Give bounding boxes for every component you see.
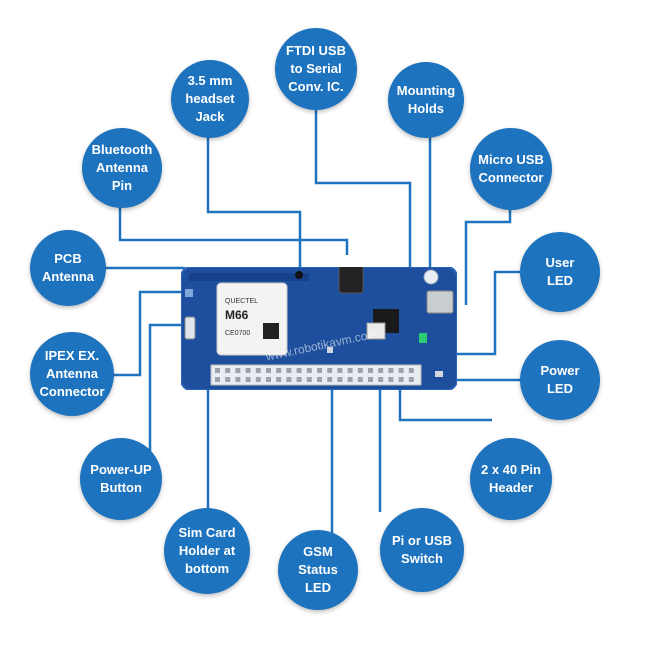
header-pin	[357, 377, 363, 382]
label-sim-card-holder-text: Sim Card Holder at bottom	[178, 525, 236, 576]
header-pin	[306, 368, 312, 373]
header-pin	[327, 368, 333, 373]
header-pin	[337, 377, 343, 382]
header-pin	[317, 368, 322, 373]
header-pin	[266, 377, 271, 382]
label-pin-header-text: 2 x 40 Pin Header	[481, 462, 541, 495]
label-ftdi: FTDI USB to Serial Conv. IC.	[275, 28, 357, 110]
header-pin	[276, 377, 282, 382]
label-pcb-antenna-text: PCB Antenna	[42, 251, 94, 284]
header-pin	[378, 377, 384, 382]
header-pin	[368, 368, 373, 373]
header-pin	[235, 368, 241, 373]
label-bluetooth-antenna: Bluetooth Antenna Pin	[82, 128, 162, 208]
micro-usb-port	[426, 290, 454, 314]
header-pin	[225, 377, 231, 382]
leader-line-bluetooth	[118, 200, 349, 255]
header-pin	[306, 377, 312, 382]
board-dot	[295, 271, 303, 279]
leader-line-ipex	[112, 290, 190, 377]
header-pin	[266, 368, 271, 373]
header-pin	[398, 368, 404, 373]
header-pin	[347, 368, 353, 373]
header-pin	[215, 368, 220, 373]
header-pin	[245, 377, 251, 382]
module-line-2: M66	[225, 308, 249, 322]
pin-header-pins	[215, 368, 414, 382]
label-user-led-text: User LED	[545, 255, 575, 288]
leader-line-header	[398, 378, 492, 422]
header-pin	[296, 377, 302, 382]
label-pi-usb-switch-text: Pi or USB Switch	[392, 533, 452, 566]
label-headset-jack: 3.5 mm headset Jack	[171, 60, 249, 138]
header-pin	[327, 377, 333, 382]
pi-usb-switch	[366, 322, 386, 340]
header-pin	[317, 377, 322, 382]
label-pin-header: 2 x 40 Pin Header	[470, 438, 552, 520]
header-pin	[235, 377, 241, 382]
header-pin	[286, 377, 292, 382]
label-gsm-status-led-text: GSM Status LED	[298, 544, 338, 595]
header-pin	[255, 377, 261, 382]
leader-line-ftdi	[314, 108, 412, 300]
header-pin	[408, 368, 414, 373]
ipex-connector	[184, 316, 196, 340]
header-pin	[357, 368, 363, 373]
header-pin	[368, 377, 373, 382]
label-power-led: Power LED	[520, 340, 600, 420]
header-pin	[388, 377, 394, 382]
header-pin	[245, 368, 251, 373]
power-led	[435, 371, 443, 377]
user-led	[419, 333, 427, 343]
headset-jack	[338, 267, 364, 294]
label-sim-card-holder: Sim Card Holder at bottom	[164, 508, 250, 594]
header-pin	[337, 368, 343, 373]
label-mounting-holds: Mounting Holds	[388, 62, 464, 138]
header-pin	[378, 368, 384, 373]
label-micro-usb-text: Micro USB Connector	[478, 152, 544, 185]
header-pin	[225, 368, 231, 373]
pcb-antenna-trace	[189, 273, 309, 281]
label-user-led: User LED	[520, 232, 600, 312]
header-pin	[388, 368, 394, 373]
leader-line-headset	[206, 136, 302, 272]
label-gsm-status-led: GSM Status LED	[278, 530, 358, 610]
header-pin	[286, 368, 292, 373]
module-line-3: CE0700	[225, 330, 250, 337]
label-ipex-connector: IPEX EX. Antenna Connector	[30, 332, 114, 416]
label-pcb-antenna: PCB Antenna	[30, 230, 106, 306]
label-bluetooth-antenna-text: Bluetooth Antenna Pin	[91, 142, 153, 193]
header-pin	[255, 368, 261, 373]
leader-line-microusb	[464, 205, 512, 305]
label-power-led-text: Power LED	[540, 363, 580, 396]
module-line-1: QUECTEL	[225, 298, 258, 305]
label-micro-usb: Micro USB Connector	[470, 128, 552, 210]
label-ftdi-text: FTDI USB to Serial Conv. IC.	[286, 43, 346, 94]
header-pin	[398, 377, 404, 382]
label-pi-usb-switch: Pi or USB Switch	[380, 508, 464, 592]
label-power-up-button-text: Power-UP Button	[90, 462, 152, 495]
mounting-hole	[423, 269, 439, 285]
header-pin	[408, 377, 414, 382]
header-pin	[347, 377, 353, 382]
header-pin	[296, 368, 302, 373]
gsm-status-led	[327, 347, 333, 353]
label-headset-jack-text: 3.5 mm headset Jack	[185, 73, 235, 124]
label-mounting-holds-text: Mounting Holds	[396, 83, 456, 116]
module-qr	[263, 323, 279, 339]
bluetooth-antenna-pad	[185, 289, 193, 297]
header-pin	[276, 368, 282, 373]
label-ipex-connector-text: IPEX EX. Antenna Connector	[39, 348, 105, 399]
label-power-up-button: Power-UP Button	[80, 438, 162, 520]
header-pin	[215, 377, 220, 382]
gsm-board: QUECTEL M66 CE0700 www.robotikavm.com	[181, 267, 457, 390]
